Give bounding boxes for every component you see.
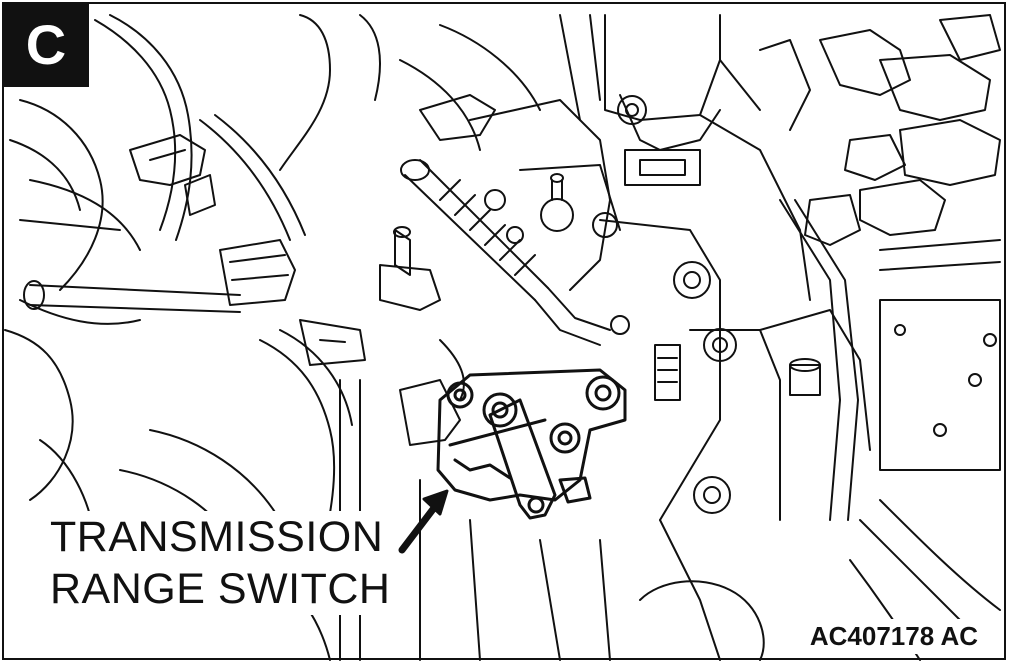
component-callout: TRANSMISSION RANGE SWITCH [44,511,397,615]
callout-line-1: TRANSMISSION [50,513,384,561]
transmission-range-switch [436,368,627,502]
manual-control-lever [482,392,592,520]
callout-line-2: RANGE SWITCH [50,565,391,613]
shift-cable [400,159,611,346]
left-wiring-harness [4,14,216,501]
right-side-components [759,14,1001,661]
transmission-housing [339,99,871,661]
callout-arrow [398,489,449,554]
lower-area [39,429,765,661]
left-cooling-hose [23,239,296,313]
figure-id: AC407178 AC [803,619,984,654]
mounting-bracket [604,14,811,301]
switch-connectors [259,226,681,561]
view-label-badge: C [3,3,89,87]
upper-hoses [199,14,601,241]
